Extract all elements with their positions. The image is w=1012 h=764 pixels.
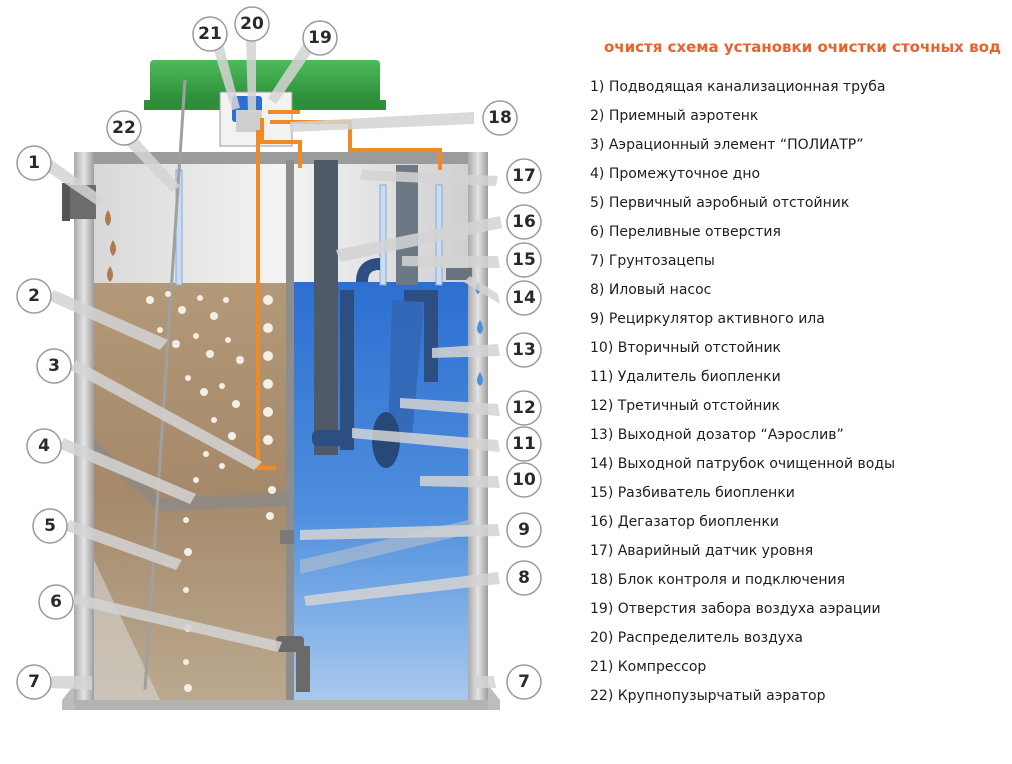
treatment-plant-diagram: 1 2 3 4 5 6 7 7 8 9 10 11 12 13 14 15 16…	[16, 6, 542, 710]
callout-5: 5	[44, 516, 56, 536]
callout-7-left: 7	[28, 672, 40, 692]
legend-item: 18) Блок контроля и подключения	[590, 572, 846, 588]
callout-20: 20	[240, 14, 264, 34]
legend-item: 22) Крупнопузырчатый аэратор	[590, 688, 826, 704]
callout-3: 3	[48, 356, 60, 376]
legend-item: 7) Грунтозацепы	[590, 253, 715, 269]
callout-leaders	[48, 36, 502, 690]
callout-16: 16	[512, 212, 536, 232]
legend-item: 5) Первичный аэробный отстойник	[590, 195, 850, 211]
legend-item: 1) Подводящая канализационная труба	[590, 79, 886, 95]
callout-14: 14	[512, 288, 536, 308]
callout-21: 21	[198, 24, 222, 44]
legend-item: 21) Компрессор	[590, 659, 707, 675]
legend-item: 16) Дегазатор биопленки	[590, 514, 780, 530]
callout-11: 11	[512, 434, 536, 454]
legend-item: 9) Рециркулятор активного ила	[590, 311, 825, 327]
callout-4: 4	[38, 436, 50, 456]
legend-list: 1) Подводящая канализационная труба 2) П…	[590, 76, 895, 714]
legend-item: 19) Отверстия забора воздуха аэрации	[590, 601, 881, 617]
legend-item: 6) Переливные отверстия	[590, 224, 781, 240]
callout-6: 6	[50, 592, 62, 612]
legend-item: 10) Вторичный отстойник	[590, 340, 782, 356]
callout-circles	[16, 6, 542, 700]
legend-item: 15) Разбиватель биопленки	[590, 485, 795, 501]
legend-item: 20) Распределитель воздуха	[590, 630, 803, 646]
legend-item: 2) Приемный аэротенк	[590, 108, 759, 124]
scheme-title: очистя схема установки очистки сточных в…	[604, 38, 1001, 56]
legend-item: 13) Выходной дозатор “Аэрослив”	[590, 427, 844, 443]
callout-12: 12	[512, 398, 536, 418]
callout-8: 8	[518, 568, 530, 588]
callout-17: 17	[512, 166, 536, 186]
callout-10: 10	[512, 470, 536, 490]
aeration-bubbles	[146, 291, 276, 692]
callout-9: 9	[518, 520, 530, 540]
legend-item: 8) Иловый насос	[590, 282, 712, 298]
legend-item: 3) Аэрационный элемент “ПОЛИАТР”	[590, 137, 864, 153]
callout-1: 1	[28, 153, 40, 173]
callout-13: 13	[512, 340, 536, 360]
callout-2: 2	[28, 286, 40, 306]
legend-item: 12) Третичный отстойник	[590, 398, 781, 414]
overflow-fitting	[276, 530, 310, 692]
legend-item: 17) Аварийный датчик уровня	[590, 543, 814, 559]
callout-19: 19	[308, 28, 332, 48]
legend-item: 14) Выходной патрубок очищенной воды	[590, 456, 896, 472]
callout-7-right: 7	[518, 672, 530, 692]
callout-numbers: 1 2 3 4 5 6 7 7 8 9 10 11 12 13 14 15 16…	[28, 14, 536, 692]
callout-22: 22	[112, 118, 136, 138]
legend-item: 4) Промежуточное дно	[590, 166, 761, 182]
callout-15: 15	[512, 250, 536, 270]
callout-18: 18	[488, 108, 512, 128]
legend-item: 11) Удалитель биопленки	[590, 369, 781, 385]
